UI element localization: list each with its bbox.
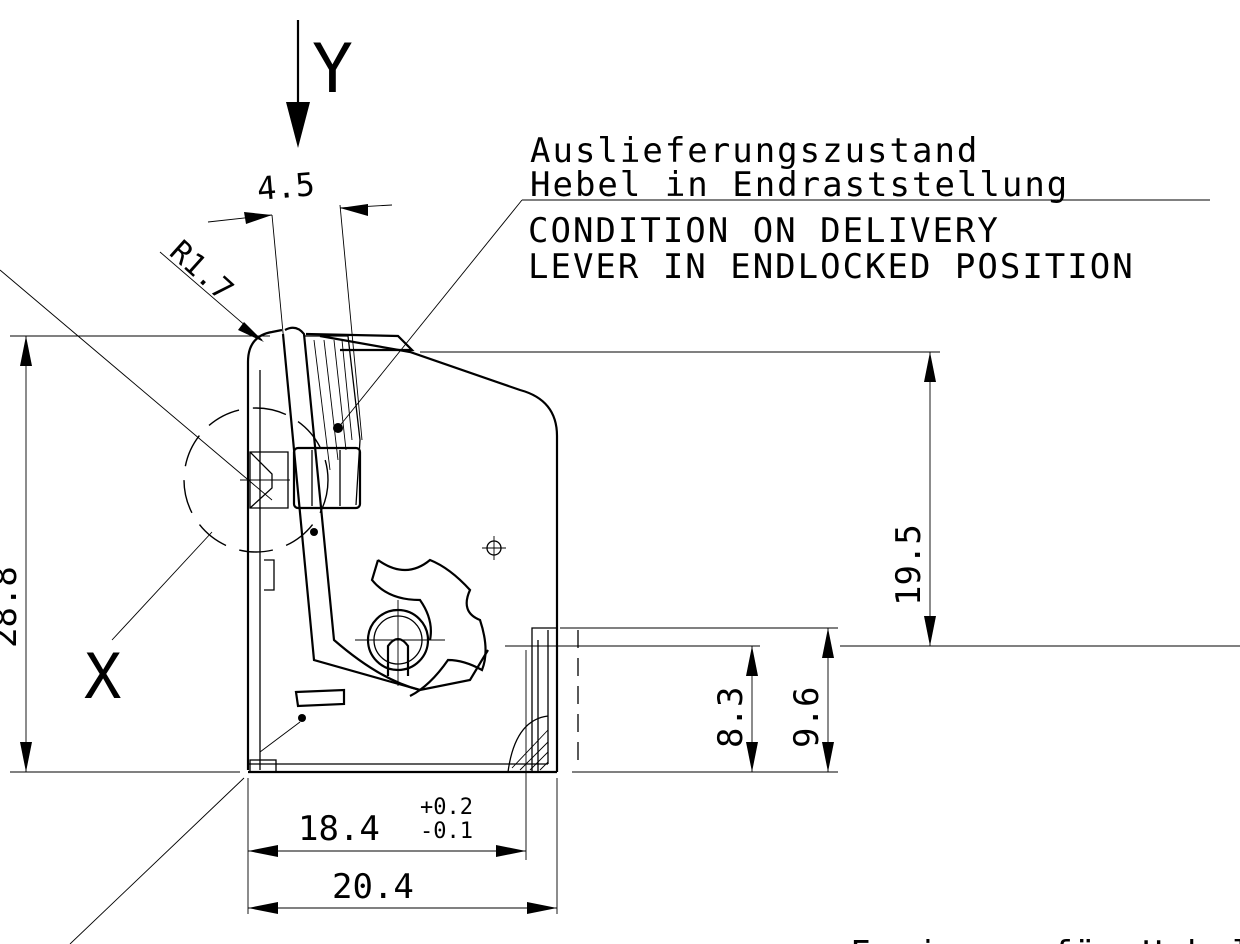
dim-tol-plus: +0.2 (420, 795, 473, 820)
gear-sector (370, 558, 487, 697)
dim-4-5-lines (207, 204, 393, 451)
spindle (355, 600, 445, 686)
slot-bottom (294, 688, 346, 722)
pivot-hole (482, 536, 506, 560)
corner-hatch (511, 729, 549, 771)
x-axis-leader (0, 269, 273, 641)
dim-20-4-lines (248, 902, 557, 914)
note-leader (337, 199, 523, 429)
note-bottom: Freiraum für Hebel (850, 934, 1240, 944)
note-en-line2: LEVER IN ENDLOCKED POSITION (528, 247, 1135, 287)
dim-19-5-lines (420, 351, 1240, 647)
dim-18-4-lines (247, 650, 558, 914)
dim-radius: R1.7 (163, 234, 240, 308)
dim-20-4: 20.4 (332, 867, 414, 907)
y-axis-label: Y (312, 30, 353, 109)
note-de-line2: Hebel in Endraststellung (530, 165, 1069, 205)
housing-body (246, 328, 559, 774)
dim-4-5: 4.5 (255, 165, 316, 208)
lever (240, 326, 489, 692)
note-en-line1: CONDITION ON DELIVERY (528, 211, 1000, 251)
dim-8-3: 8.3 (711, 687, 751, 748)
note-de-line1: Auslieferungszustand (530, 131, 979, 171)
x-axis-label: X (84, 640, 121, 713)
bottom-note-leader (69, 777, 245, 944)
dim-9-6: 9.6 (787, 687, 827, 748)
dim-28-8: 28.8 (0, 566, 25, 648)
dim-19-5: 19.5 (889, 524, 929, 606)
dim-8-3-9-6-lines (505, 627, 838, 773)
dim-tol-minus: -0.1 (420, 819, 473, 844)
y-axis-arrow (286, 20, 310, 148)
dim-18-4: 18.4 (298, 809, 380, 849)
detail-x-circle (183, 407, 329, 553)
note-leader-dot (333, 423, 343, 433)
dim-radius-arrow (238, 322, 264, 342)
dim-28-8-lines (10, 335, 270, 773)
